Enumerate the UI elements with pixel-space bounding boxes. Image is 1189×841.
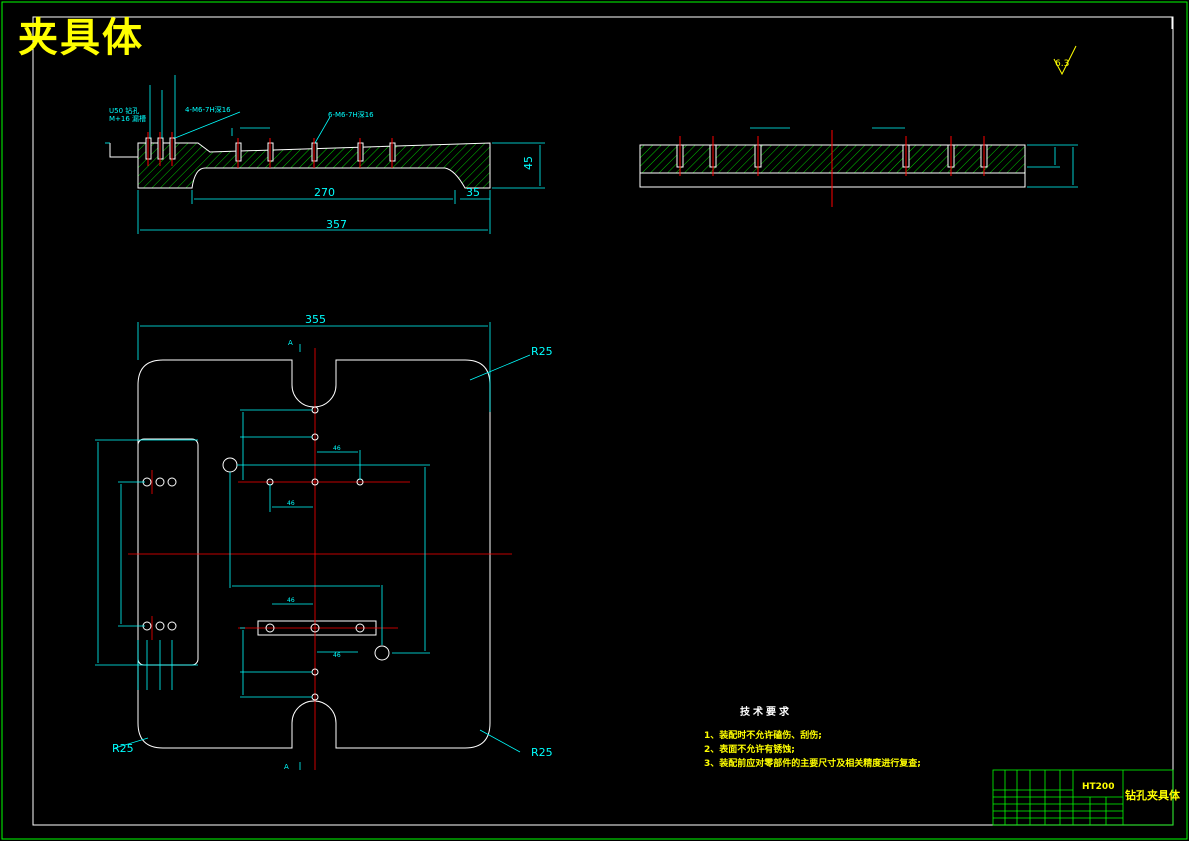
- plan-radius-bottom-right: R25: [531, 746, 553, 759]
- hole-note-left-2: M+16 漏槽: [109, 114, 146, 123]
- front-dim-height: 45: [522, 156, 535, 170]
- title-block: [992, 769, 1174, 826]
- technical-requirement-1: 1、装配时不允许磕伤、刮伤;: [704, 731, 822, 741]
- corner-mark: [1160, 16, 1173, 29]
- technical-requirement-2: 2、表面不允许有锈蚀;: [704, 745, 795, 755]
- hole-note-left-1: U50 钻孔: [109, 106, 139, 115]
- front-section-view: 357 270 35 45 U50 钻孔 M+16 漏槽 4-M6-7H深16 …: [105, 75, 545, 234]
- hole-note-right: 6-M6-7H深16: [328, 110, 374, 119]
- plan-dim-46-a: 46: [287, 500, 295, 507]
- front-dim-end: 35: [466, 186, 480, 199]
- surface-finish-value: 6.3: [1055, 59, 1069, 69]
- plan-view: 355 R25 R25 R25 A A 46 46 46 46: [95, 313, 553, 771]
- title-block-part-name: 钻孔夹具体: [1125, 788, 1181, 802]
- section-mark-top: A: [288, 339, 293, 347]
- left-pad: [137, 438, 199, 666]
- plate-outline: [137, 359, 491, 749]
- plan-radius-top-right: R25: [531, 345, 553, 358]
- title-block-material: HT200: [1082, 782, 1114, 792]
- section-mark-bottom: A: [284, 763, 289, 771]
- inner-border: [32, 16, 1174, 826]
- plan-radius-bottom-left: R25: [112, 742, 134, 755]
- hole-note-mid: 4-M6-7H深16: [185, 105, 231, 114]
- plan-dim-46-c: 46: [287, 597, 295, 604]
- plan-dim-46-b: 46: [333, 445, 341, 452]
- surface-finish-symbol: 6.3: [1053, 45, 1077, 76]
- technical-requirement-3: 3、装配前应对零部件的主要尺寸及相关精度进行复查;: [704, 759, 921, 769]
- side-section-view: [639, 127, 1078, 207]
- plan-dim-width: 355: [305, 313, 326, 326]
- technical-requirements-title: 技术要求: [740, 707, 792, 718]
- drawing-title: 夹具体: [18, 14, 144, 61]
- plan-dim-46-d: 46: [333, 652, 341, 659]
- front-dim-slot: 270: [314, 186, 335, 199]
- front-dim-overall: 357: [326, 218, 347, 231]
